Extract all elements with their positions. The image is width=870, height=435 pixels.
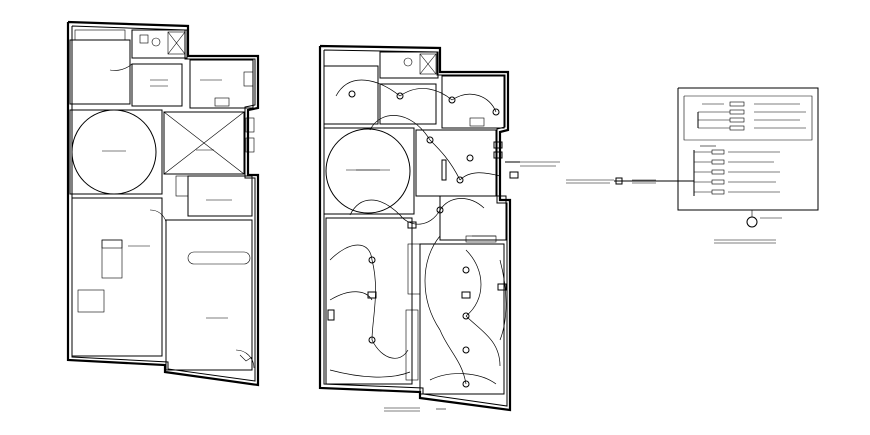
inner-wall-outline <box>71 25 256 382</box>
room-e-living <box>323 127 415 215</box>
switch-boxes <box>327 141 507 321</box>
room-dining <box>165 219 253 371</box>
breaker-lower <box>711 149 725 195</box>
room-e-hall <box>379 83 437 125</box>
room-e-study <box>439 195 507 241</box>
sink-icon <box>214 97 230 107</box>
corridor <box>163 111 245 175</box>
room-study <box>187 175 253 217</box>
floor-plan-left <box>66 20 260 387</box>
toilet-icon <box>151 37 161 47</box>
room-kitchen <box>189 59 254 109</box>
room-e-dining <box>419 243 505 395</box>
room-e-kitchen <box>441 75 505 129</box>
room-bathroom <box>131 29 188 59</box>
floor-plan-electrical <box>318 44 560 412</box>
panel-frame <box>677 87 819 211</box>
room-hall <box>131 63 183 107</box>
room-bedroom-bottom <box>71 197 163 357</box>
single-line-schematic <box>566 87 819 244</box>
room-e-bathroom <box>379 51 439 79</box>
breaker-upper <box>729 101 745 131</box>
stove-icon <box>243 71 254 87</box>
ground-icon <box>746 216 758 228</box>
counter <box>187 251 251 265</box>
corridor-e <box>415 129 497 197</box>
shower <box>167 31 186 55</box>
room-e-bedroom-top <box>323 65 379 125</box>
round-table <box>71 109 157 195</box>
meter-box <box>615 177 623 185</box>
room-bedroom-top <box>69 39 131 105</box>
outer-wall <box>66 20 260 387</box>
round-table-e <box>325 128 411 214</box>
basin-icon <box>139 34 149 44</box>
room-e-bedroom-bottom <box>325 217 413 385</box>
wardrobe <box>74 29 126 41</box>
bed-icon <box>101 239 123 279</box>
light-fixtures <box>348 90 500 388</box>
